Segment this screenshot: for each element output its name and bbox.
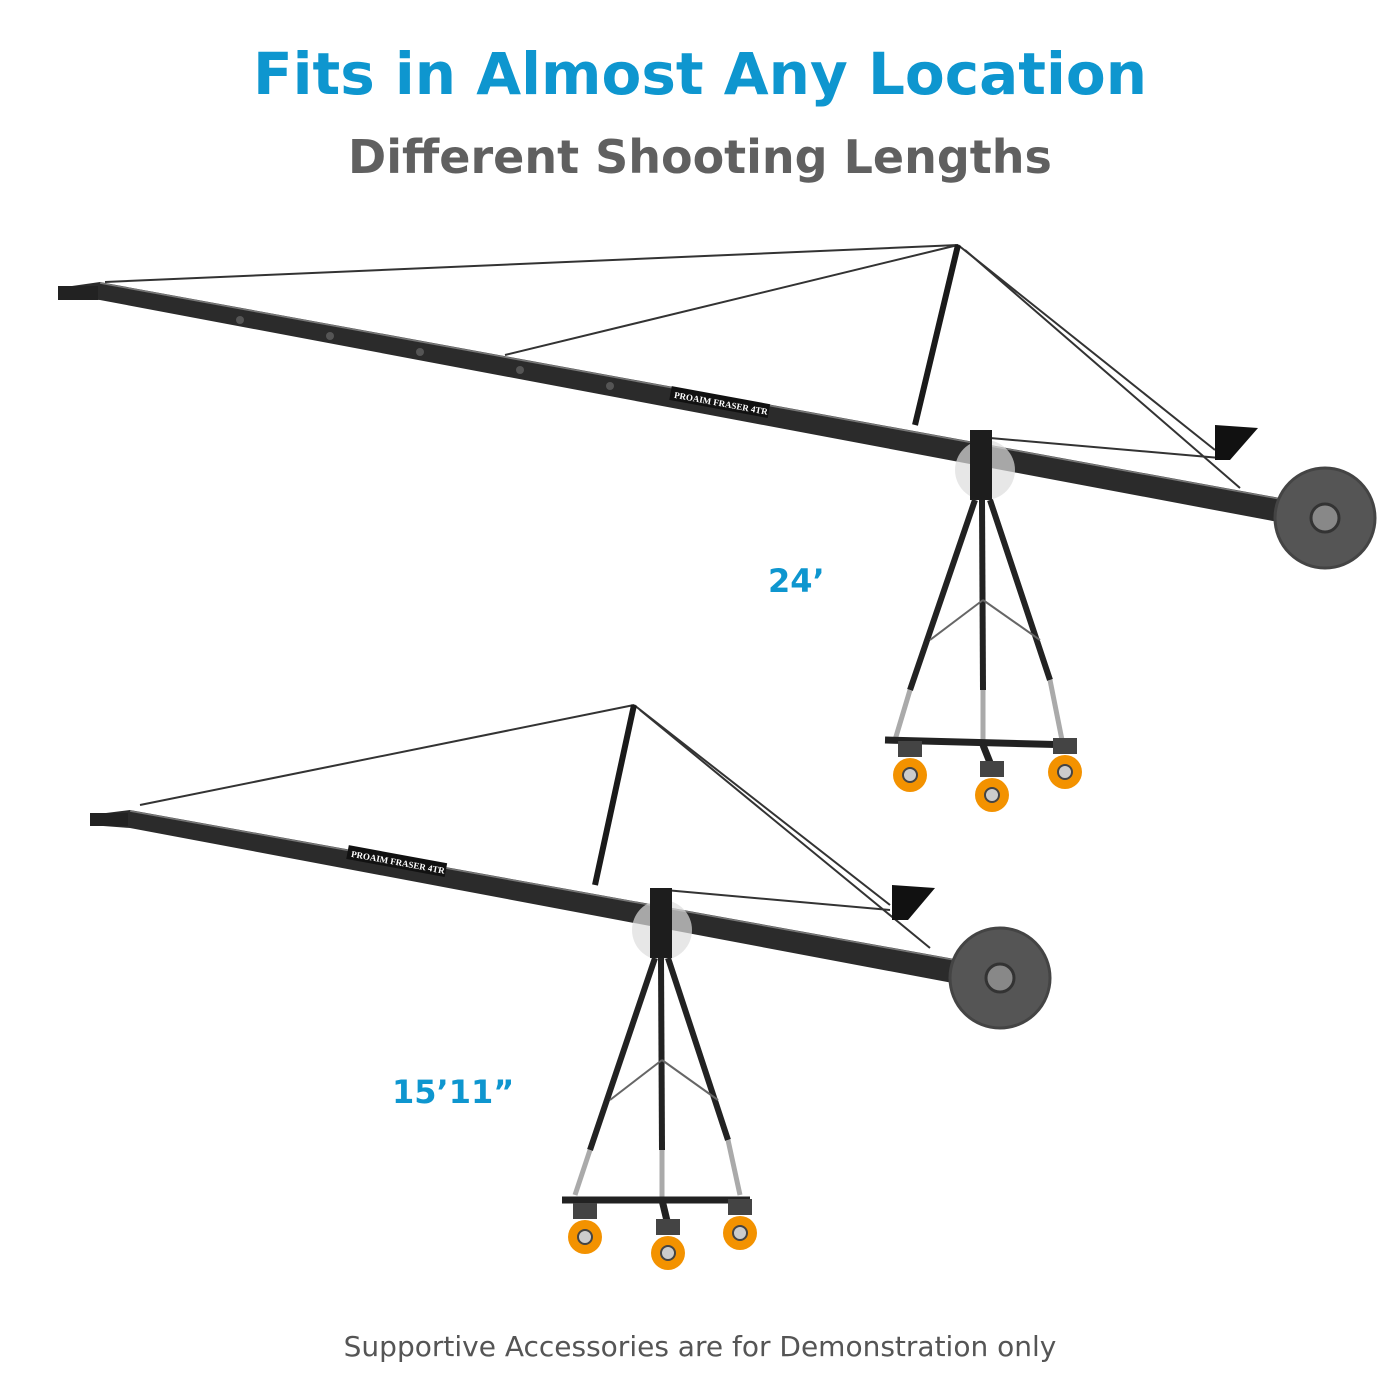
length-label-15ft11in: 15’11”: [392, 1073, 515, 1111]
jib-crane-small: PROAIM FRASER 4TR: [90, 704, 1052, 1271]
headline: Fits in Almost Any Location: [252, 40, 1148, 108]
disclaimer: Supportive Accessories are for Demonstra…: [343, 1330, 1057, 1363]
jib-crane-large: PROAIM FRASER 4TR: [58, 244, 1377, 813]
length-label-24ft: 24’: [768, 562, 825, 600]
subheadline: Different Shooting Lengths: [348, 130, 1052, 184]
